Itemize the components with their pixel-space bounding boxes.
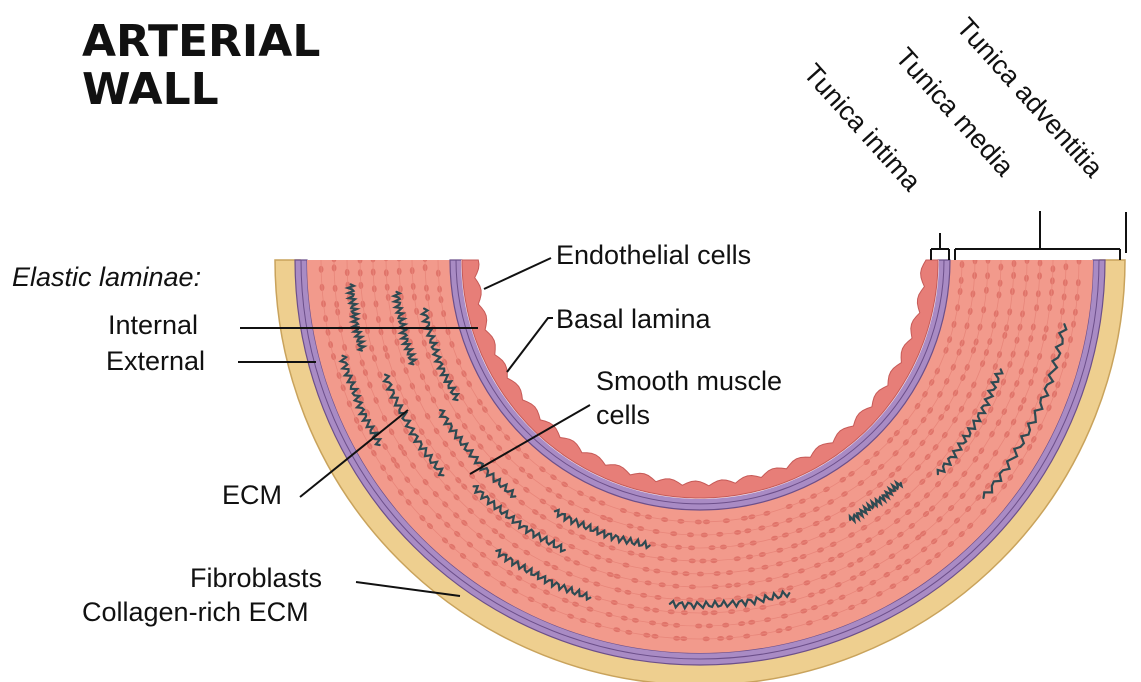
smooth-muscle-cell: [319, 250, 324, 257]
fibroblasts-label: Fibroblasts: [190, 563, 322, 594]
internal-label: Internal: [108, 310, 198, 341]
elastic-laminae-label: Elastic laminae:: [12, 262, 201, 293]
smooth-muscle-label-line-1: Smooth muscle: [596, 366, 782, 397]
smooth-muscle-cell: [345, 249, 350, 256]
smooth-muscle-cell: [436, 252, 441, 259]
smooth-muscle-cell: [410, 250, 415, 257]
title-line-2: WALL: [82, 68, 219, 112]
smooth-muscle-label-line-2: cells: [596, 400, 650, 431]
ecm-label: ECM: [222, 480, 282, 511]
basal-lamina-label: Basal lamina: [556, 304, 711, 335]
external-label: External: [106, 346, 205, 377]
title-line-1: ARTERIAL: [82, 20, 320, 64]
collagen-ecm-label: Collagen-rich ECM: [82, 597, 309, 628]
endothelial-cells-label: Endothelial cells: [556, 240, 751, 271]
